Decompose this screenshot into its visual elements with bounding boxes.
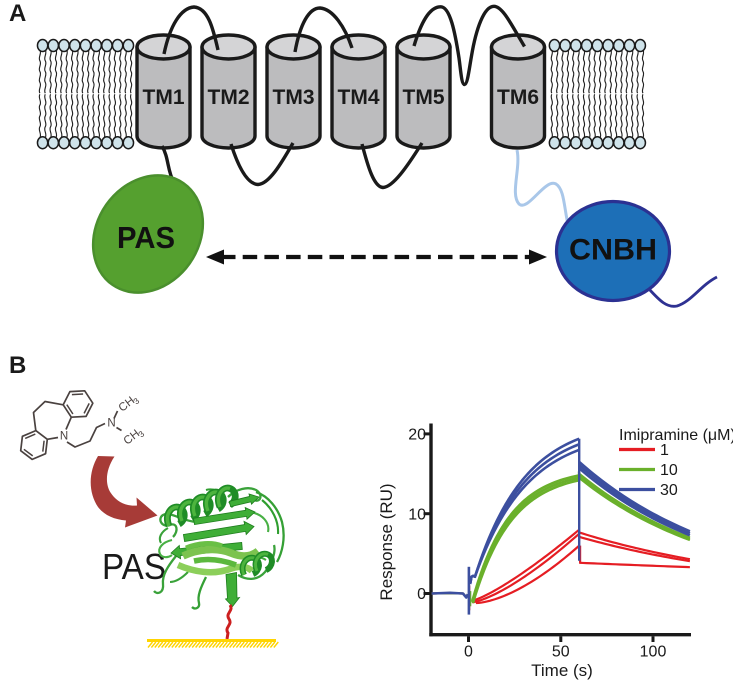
svg-text:B: B	[9, 352, 26, 379]
svg-text:10: 10	[408, 506, 426, 523]
svg-text:TM1: TM1	[143, 86, 185, 109]
svg-text:Response (RU): Response (RU)	[377, 483, 396, 600]
svg-text:50: 50	[552, 644, 570, 661]
svg-text:Time (s): Time (s)	[531, 661, 593, 680]
svg-text:1: 1	[660, 442, 669, 459]
svg-text:TM4: TM4	[338, 86, 380, 109]
svg-text:PAS: PAS	[117, 221, 175, 255]
svg-text:N: N	[107, 418, 115, 430]
svg-text:TM2: TM2	[208, 86, 250, 109]
svg-text:3: 3	[136, 429, 146, 440]
svg-text:10: 10	[660, 462, 678, 479]
svg-text:30: 30	[660, 482, 678, 499]
svg-text:TM6: TM6	[497, 86, 539, 109]
svg-text:N: N	[60, 431, 68, 443]
svg-text:100: 100	[640, 644, 667, 661]
svg-text:PAS: PAS	[102, 546, 166, 587]
svg-text:20: 20	[408, 427, 426, 444]
svg-text:TM5: TM5	[403, 86, 445, 109]
svg-text:Imipramine (μM):: Imipramine (μM):	[619, 427, 733, 444]
svg-text:0: 0	[417, 586, 426, 603]
svg-text:3: 3	[131, 396, 141, 407]
svg-text:A: A	[9, 0, 26, 27]
svg-text:0: 0	[464, 644, 473, 661]
svg-text:TM3: TM3	[273, 86, 315, 109]
svg-text:CNBH: CNBH	[569, 234, 657, 267]
